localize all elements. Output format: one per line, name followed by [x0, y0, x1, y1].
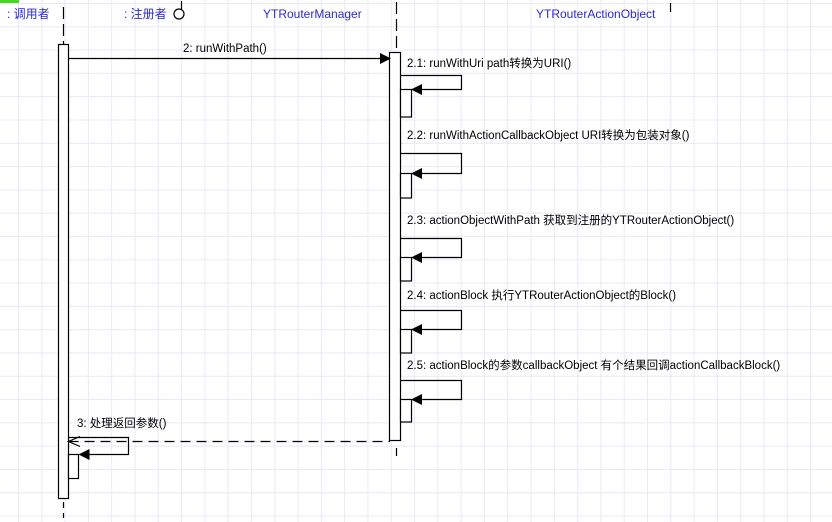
- caller-self-call: [67, 436, 130, 480]
- message-2-label: 2: runWithPath(): [183, 43, 267, 55]
- registrant-lollipop-icon: [173, 8, 185, 20]
- message-2-5-label: 2.5: actionBlock的参数callbackObject 有个结果回调…: [407, 360, 781, 372]
- manager-activation-bar: [388, 51, 402, 442]
- self-call-2-1-arrowhead-icon: [411, 84, 422, 95]
- message-3-label: 3: 处理返回参数(): [77, 418, 167, 430]
- message-2-3-label: 2.3: actionObjectWithPath 获取到注册的YTRouter…: [407, 215, 735, 227]
- message-2-1-label: 2.1: runWithUri path转换为URI(): [407, 58, 572, 70]
- lifeline-label-registrant: : 注册者: [124, 7, 167, 21]
- lifeline-label-caller: : 调用者: [7, 7, 50, 21]
- message-2-arrowhead-icon: [380, 53, 391, 64]
- self-call-2-4: [399, 309, 463, 354]
- self-call-2-1: [399, 74, 463, 118]
- caller-self-call-arrowhead-icon: [78, 449, 90, 460]
- lifeline-label-action-object: YTRouterActionObject: [536, 7, 656, 21]
- message-3-open-arrowhead-icon: [66, 435, 81, 448]
- self-call-2-5-arrowhead-icon: [411, 394, 422, 405]
- self-call-2-3-arrowhead-icon: [411, 252, 422, 263]
- message-2-4-label: 2.4: actionBlock 执行YTRouterActionObject的…: [407, 290, 677, 302]
- caller-activation-bar: [57, 43, 70, 500]
- lifeline-label-manager: YTRouterManager: [263, 7, 362, 21]
- self-call-2-3: [399, 237, 463, 282]
- self-call-2-4-arrowhead-icon: [411, 324, 422, 335]
- self-call-2-5: [399, 379, 463, 423]
- message-2-2-label: 2.2: runWithActionCallbackObject URI转换为包…: [407, 130, 690, 142]
- selection-marker: [0, 0, 19, 3]
- self-call-2-2-arrowhead-icon: [411, 168, 422, 179]
- self-call-2-2: [399, 152, 463, 199]
